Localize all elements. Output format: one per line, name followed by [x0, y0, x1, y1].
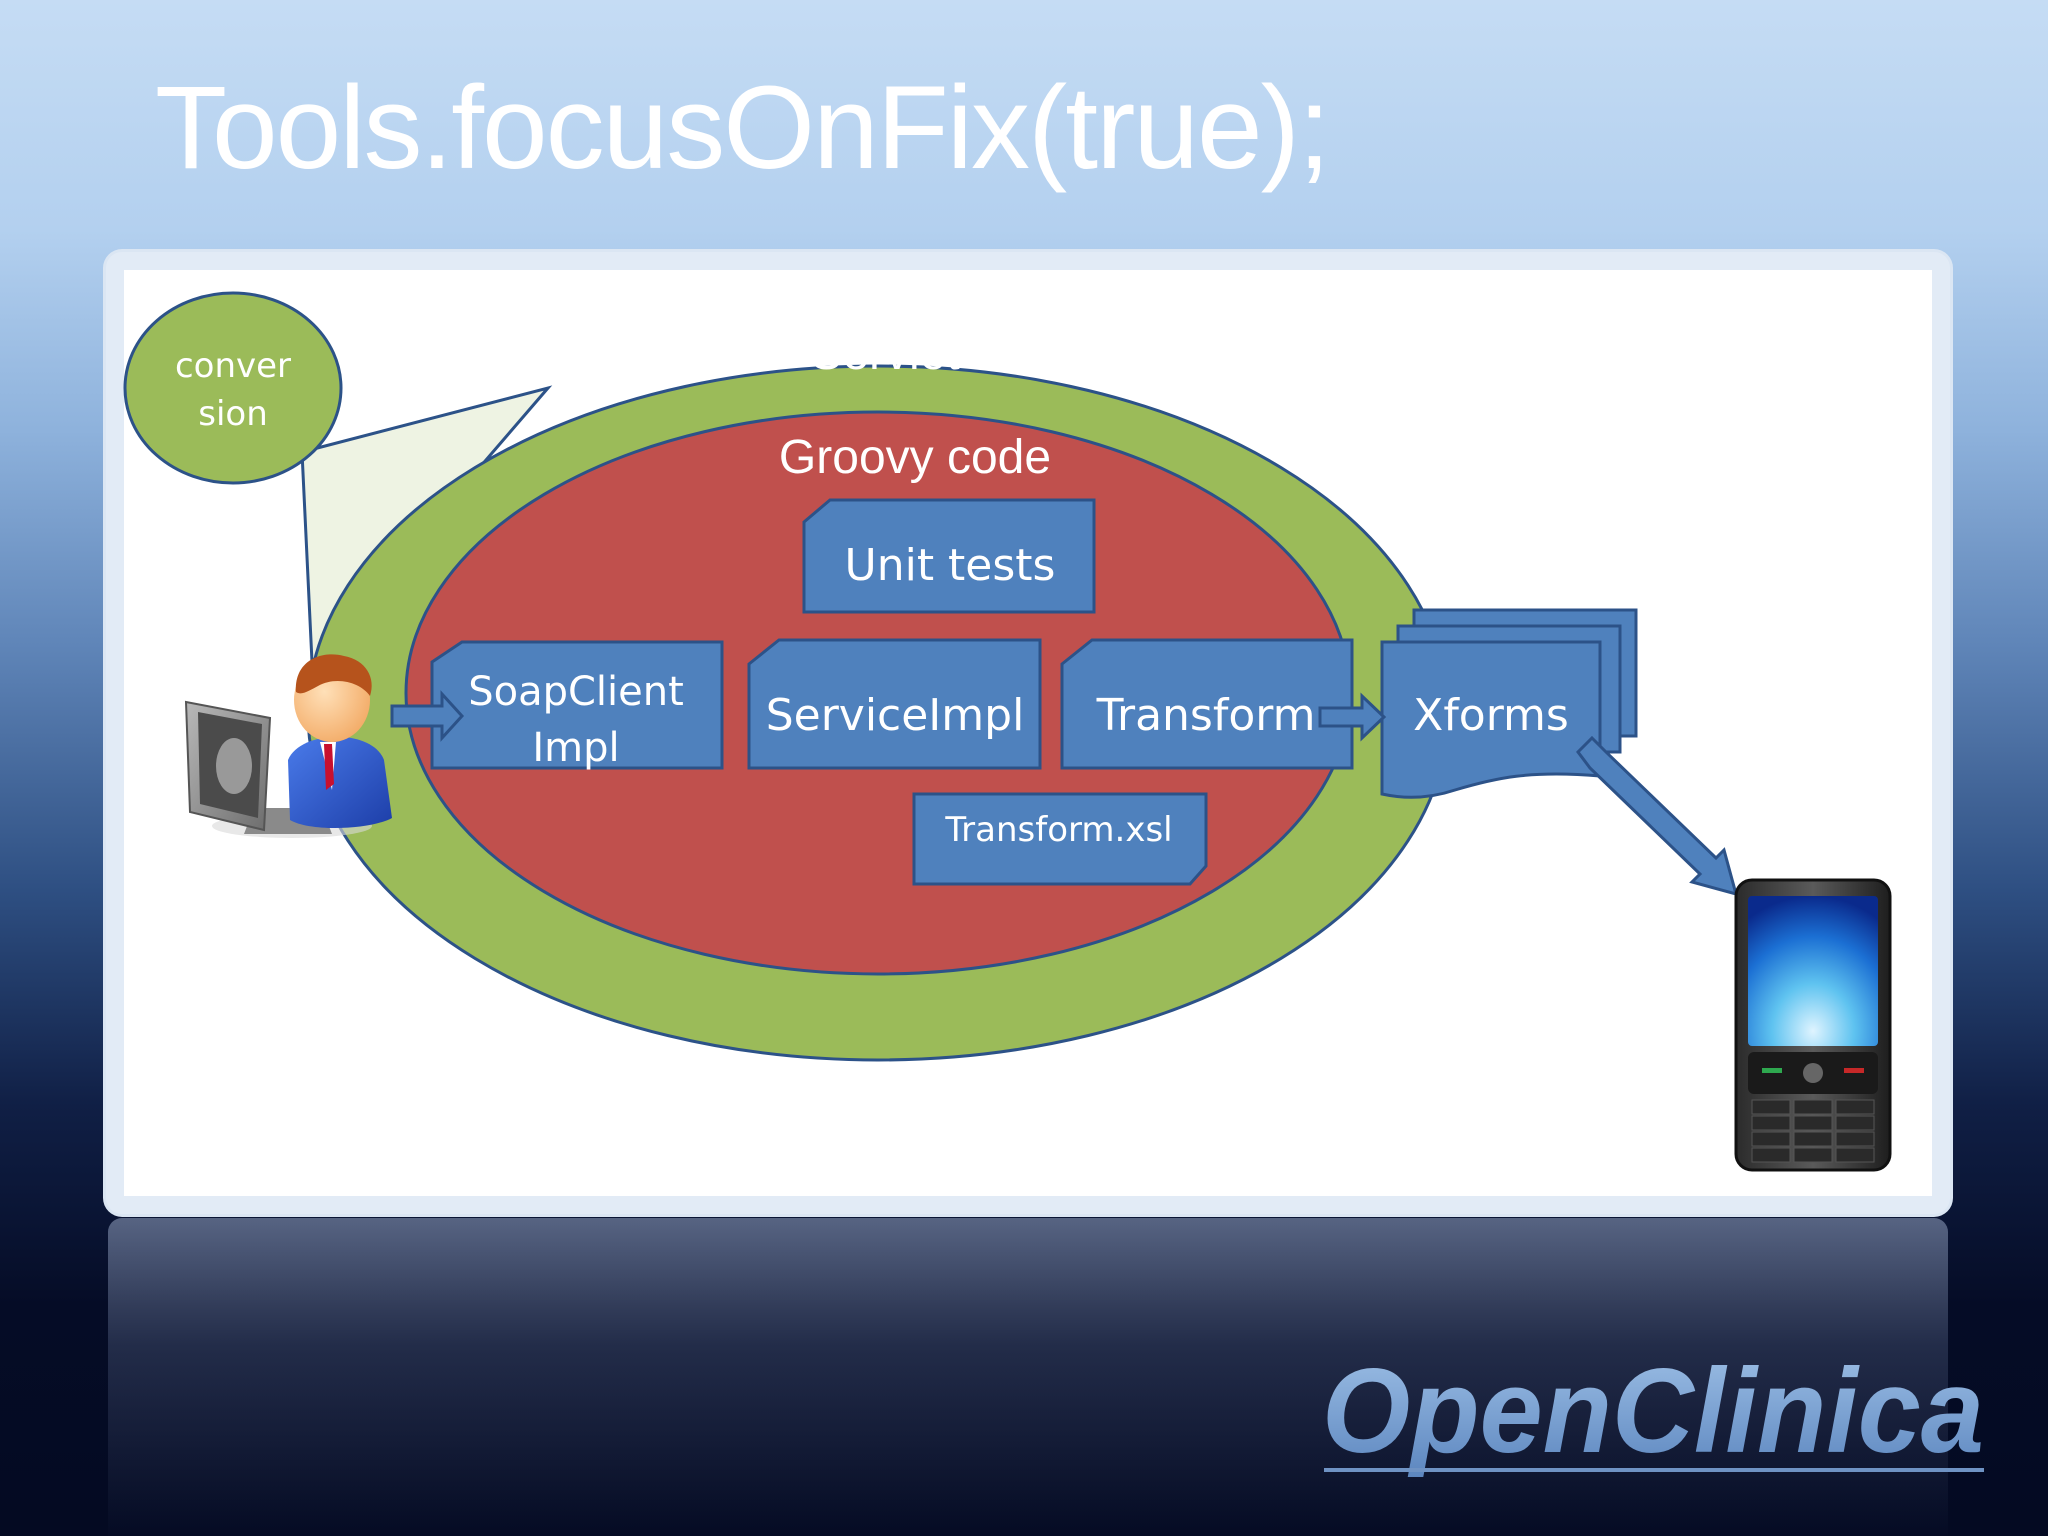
- soapclient-impl-box: [430, 640, 724, 770]
- slide-title: Tools.focusOnFix(true);: [155, 62, 1331, 194]
- transform-xsl-box: [912, 792, 1208, 886]
- conversion-label: conver sion: [174, 346, 292, 434]
- openclinica-logo-text: OpenClinica: [1322, 1352, 1984, 1478]
- serviceimpl-label: ServiceImpl: [765, 690, 1025, 741]
- transform-xsl-label: Transform.xsl: [945, 810, 1173, 850]
- servlet-label: Servlet: [810, 327, 960, 380]
- groovy-code-label: Groovy code: [778, 431, 1052, 484]
- soapclient-impl-label: SoapClient Impl: [468, 669, 684, 771]
- arrow-xforms-to-phone: [1576, 735, 1739, 897]
- xforms-label: Xforms: [1413, 690, 1569, 741]
- transform-label: Transform: [1096, 690, 1316, 741]
- unit-tests-label: Unit tests: [844, 540, 1056, 591]
- serviceimpl-box: [747, 638, 1042, 770]
- arrow-transform-to-xforms: [1318, 692, 1387, 742]
- transform-box: [1060, 638, 1354, 770]
- mobile-phone-icon: [1734, 878, 1892, 1172]
- user-at-computer-icon: [184, 654, 392, 838]
- panel-reflection: [108, 1218, 1948, 1536]
- openclinica-logo: OpenClinica: [1322, 1352, 1984, 1478]
- xforms-stack: [1380, 608, 1638, 799]
- conversion-callout: [123, 291, 343, 485]
- unit-tests-box: [802, 498, 1096, 614]
- arrow-user-to-soapclient: [390, 690, 465, 742]
